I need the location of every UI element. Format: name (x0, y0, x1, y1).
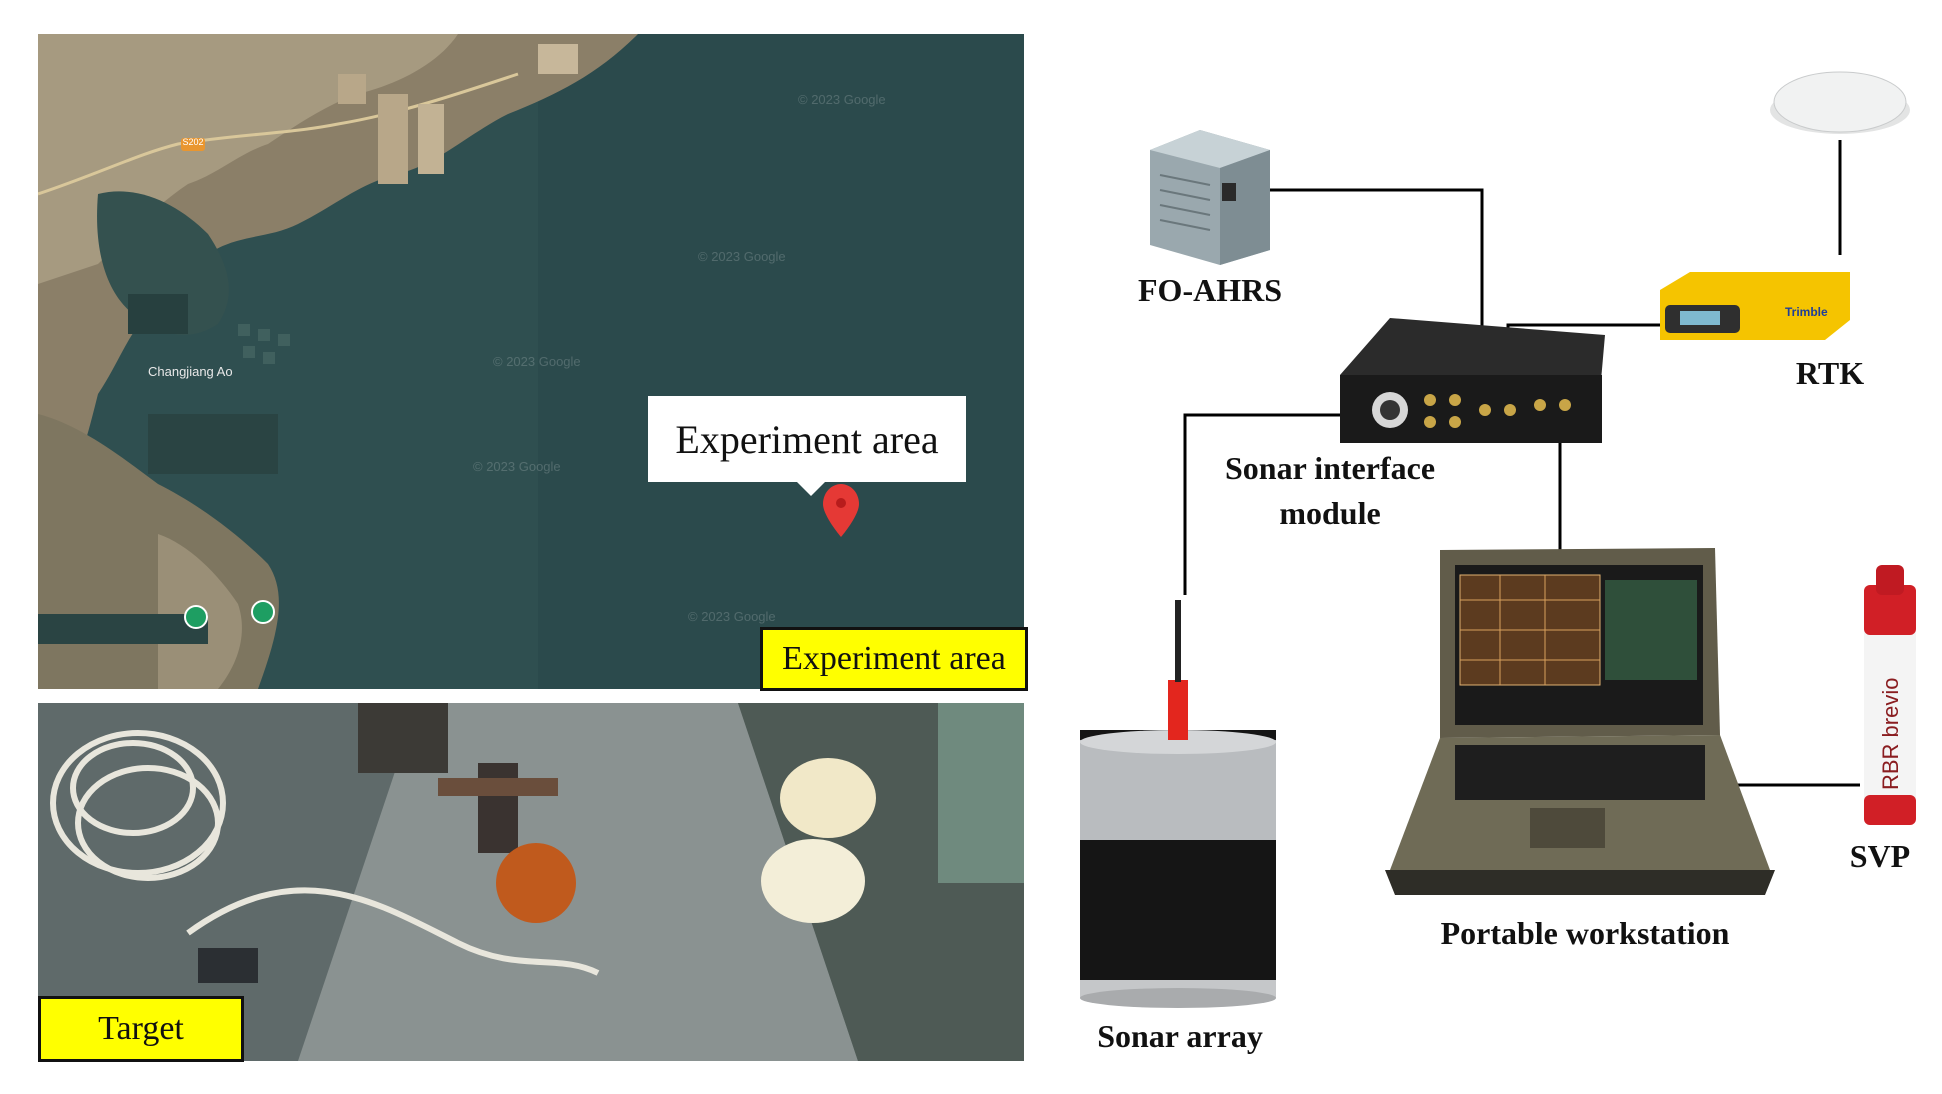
road-badge: S202 (182, 137, 204, 147)
interface-label-line1: Sonar interface (1224, 450, 1436, 486)
ahrs-device (1150, 130, 1270, 265)
rtk-receiver (1660, 272, 1850, 340)
svp-probe (1864, 565, 1916, 825)
sonar-array-label: Sonar array (1097, 1018, 1263, 1054)
ahrs-label: FO-AHRS (1138, 272, 1282, 308)
workstation-label: Portable workstation (1440, 915, 1730, 951)
experiment-area-tag: Experiment area (760, 627, 1028, 691)
map-watermark: © 2023 Google (698, 249, 786, 264)
rtk-label: RTK (1795, 355, 1865, 391)
sonar-array (1080, 600, 1276, 1008)
svp-label: SVP (1849, 838, 1911, 874)
map-watermark: © 2023 Google (688, 609, 776, 624)
map-watermark: © 2023 Google (473, 459, 561, 474)
sonar-interface-module (1340, 318, 1605, 443)
satellite-map: Changjiang Ao S202 © 2023 Google © 2023 … (38, 34, 1024, 689)
place-name-label: Changjiang Ao (148, 364, 233, 379)
svp-brand-text: RBR brevio (1878, 678, 1903, 790)
map-watermark: © 2023 Google (798, 92, 886, 107)
portable-workstation (1385, 548, 1775, 895)
boat-deck-photo (38, 703, 1024, 1061)
location-pin-icon (823, 484, 859, 537)
interface-label-line2: module (1279, 495, 1381, 531)
experiment-area-callout: Experiment area (648, 396, 966, 496)
target-photo (38, 703, 1024, 1061)
target-tag: Target (38, 996, 244, 1062)
map-watermark: © 2023 Google (493, 354, 581, 369)
map-terrain (38, 34, 1024, 689)
gps-antenna (1770, 71, 1910, 134)
rtk-brand-text: Trimble (1785, 305, 1828, 319)
